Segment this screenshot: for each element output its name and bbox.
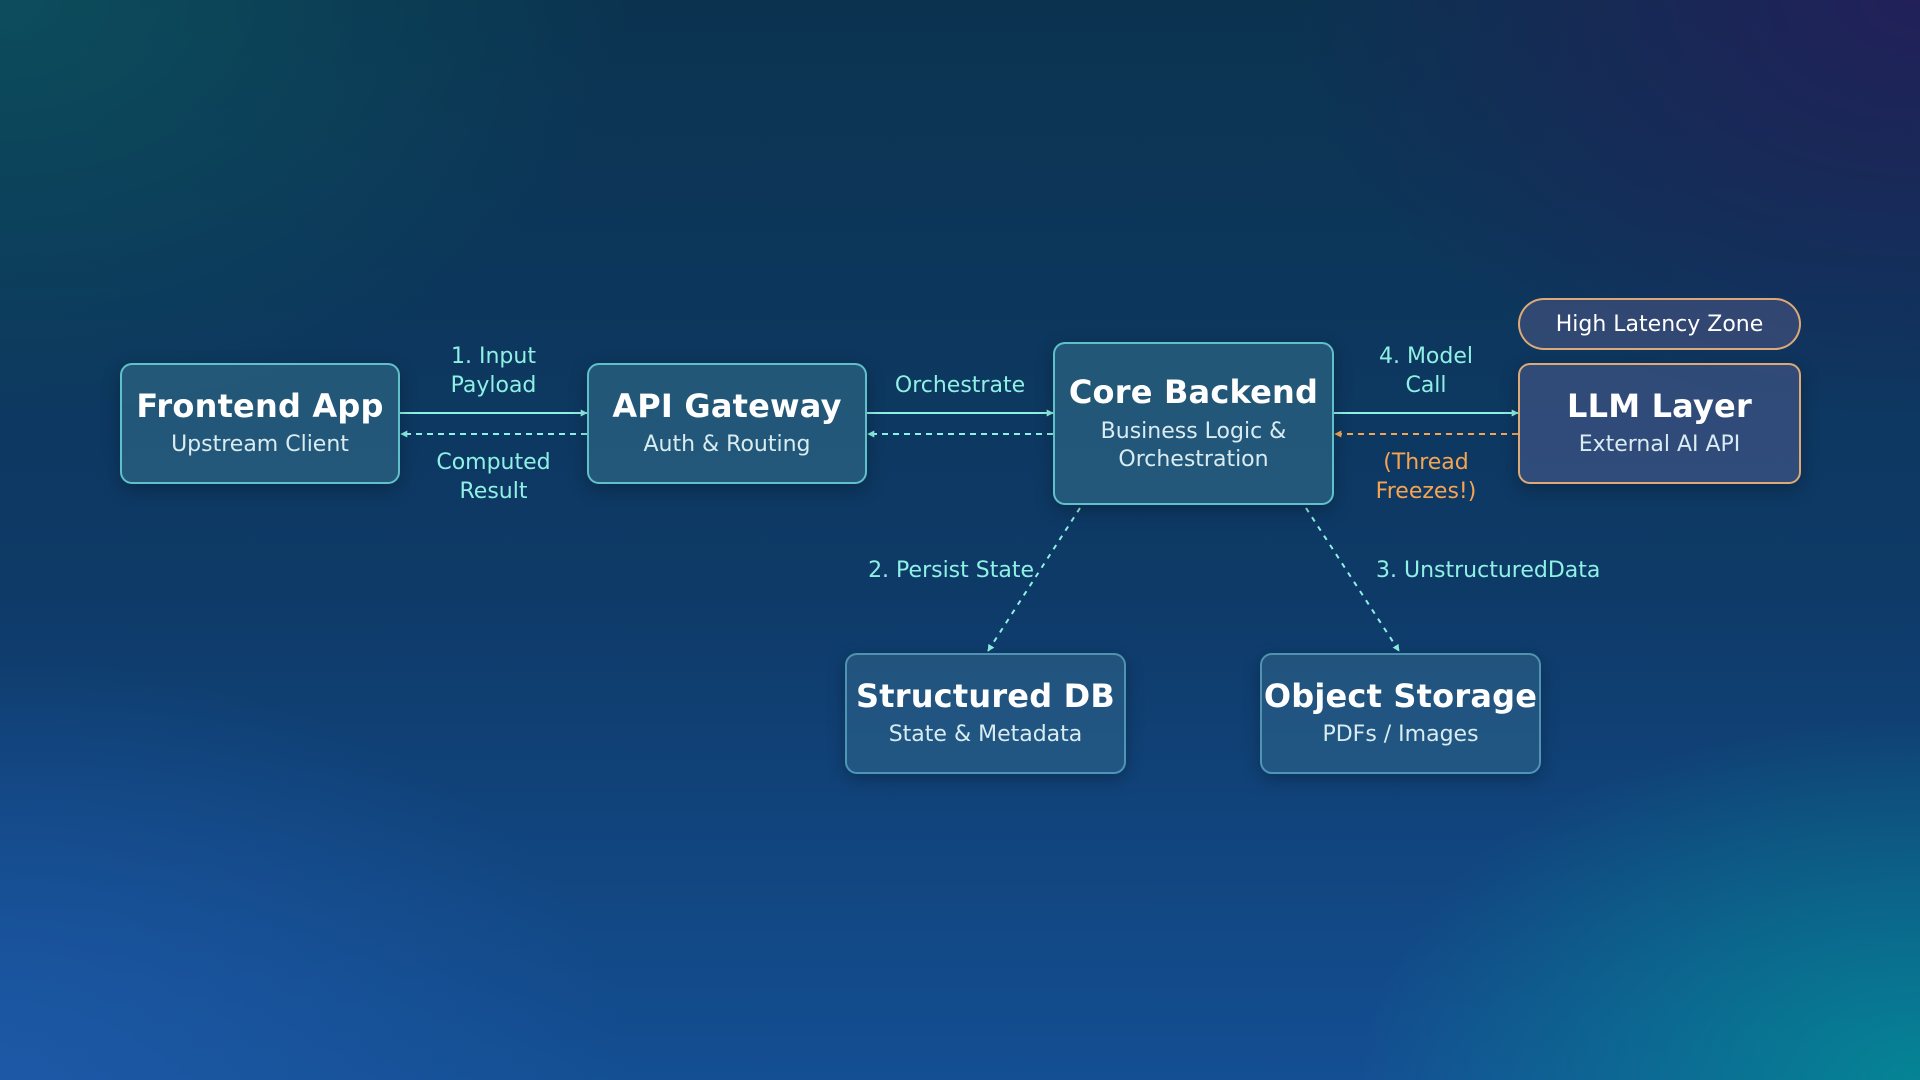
llm-layer-node: LLM Layer External AI API bbox=[1518, 363, 1801, 484]
frontend-app-title: Frontend App bbox=[136, 387, 384, 426]
llm-layer-subtitle: External AI API bbox=[1578, 432, 1741, 458]
llm-layer-title: LLM Layer bbox=[1567, 387, 1752, 426]
high-latency-zone-badge: High Latency Zone bbox=[1518, 298, 1801, 350]
edge-label-computed-line2: Result bbox=[459, 479, 528, 504]
frontend-app-node: Frontend App Upstream Client bbox=[120, 363, 400, 484]
api-gateway-title: API Gateway bbox=[612, 387, 842, 426]
edge-label-persist-state: 2. Persist State bbox=[868, 558, 1034, 583]
structured-db-subtitle: State & Metadata bbox=[888, 722, 1083, 748]
core-backend-subtitle-line1: Business Logic & bbox=[1100, 419, 1287, 445]
edge-label-input-payload: 1. Input Payload bbox=[413, 342, 574, 400]
edge-label-thread-line1: (Thread bbox=[1383, 450, 1469, 475]
frontend-app-subtitle: Upstream Client bbox=[171, 432, 349, 458]
api-gateway-node: API Gateway Auth & Routing bbox=[587, 363, 867, 484]
edge-label-input-line1: 1. Input bbox=[451, 344, 536, 369]
core-backend-subtitle: Business Logic & Orchestration bbox=[1101, 418, 1287, 473]
edge-label-model-line1: 4. Model bbox=[1378, 344, 1474, 369]
object-storage-node: Object Storage PDFs / Images bbox=[1260, 653, 1541, 774]
core-backend-node: Core Backend Business Logic & Orchestrat… bbox=[1053, 342, 1334, 505]
api-gateway-subtitle: Auth & Routing bbox=[643, 432, 811, 458]
edge-label-thread-freezes: (Thread Freezes!) bbox=[1345, 448, 1507, 506]
edge-label-thread-line2: Freezes!) bbox=[1375, 479, 1477, 504]
core-backend-subtitle-line2: Orchestration bbox=[1118, 446, 1269, 472]
edge-label-computed-result: Computed Result bbox=[413, 448, 574, 506]
edge-label-unstructured-data: 3. UnstructuredData bbox=[1376, 558, 1601, 583]
edge-label-model-line2: Call bbox=[1405, 373, 1447, 398]
structured-db-title: Structured DB bbox=[855, 677, 1116, 716]
edge-label-computed-line1: Computed bbox=[436, 450, 551, 475]
edge-label-orchestrate: Orchestrate bbox=[894, 373, 1026, 398]
core-backend-title: Core Backend bbox=[1068, 372, 1319, 411]
object-storage-title: Object Storage bbox=[1263, 677, 1538, 716]
edge-label-input-line2: Payload bbox=[450, 373, 537, 398]
object-storage-subtitle: PDFs / Images bbox=[1322, 722, 1479, 748]
structured-db-node: Structured DB State & Metadata bbox=[845, 653, 1126, 774]
edge-label-model-call: 4. Model Call bbox=[1345, 342, 1507, 400]
